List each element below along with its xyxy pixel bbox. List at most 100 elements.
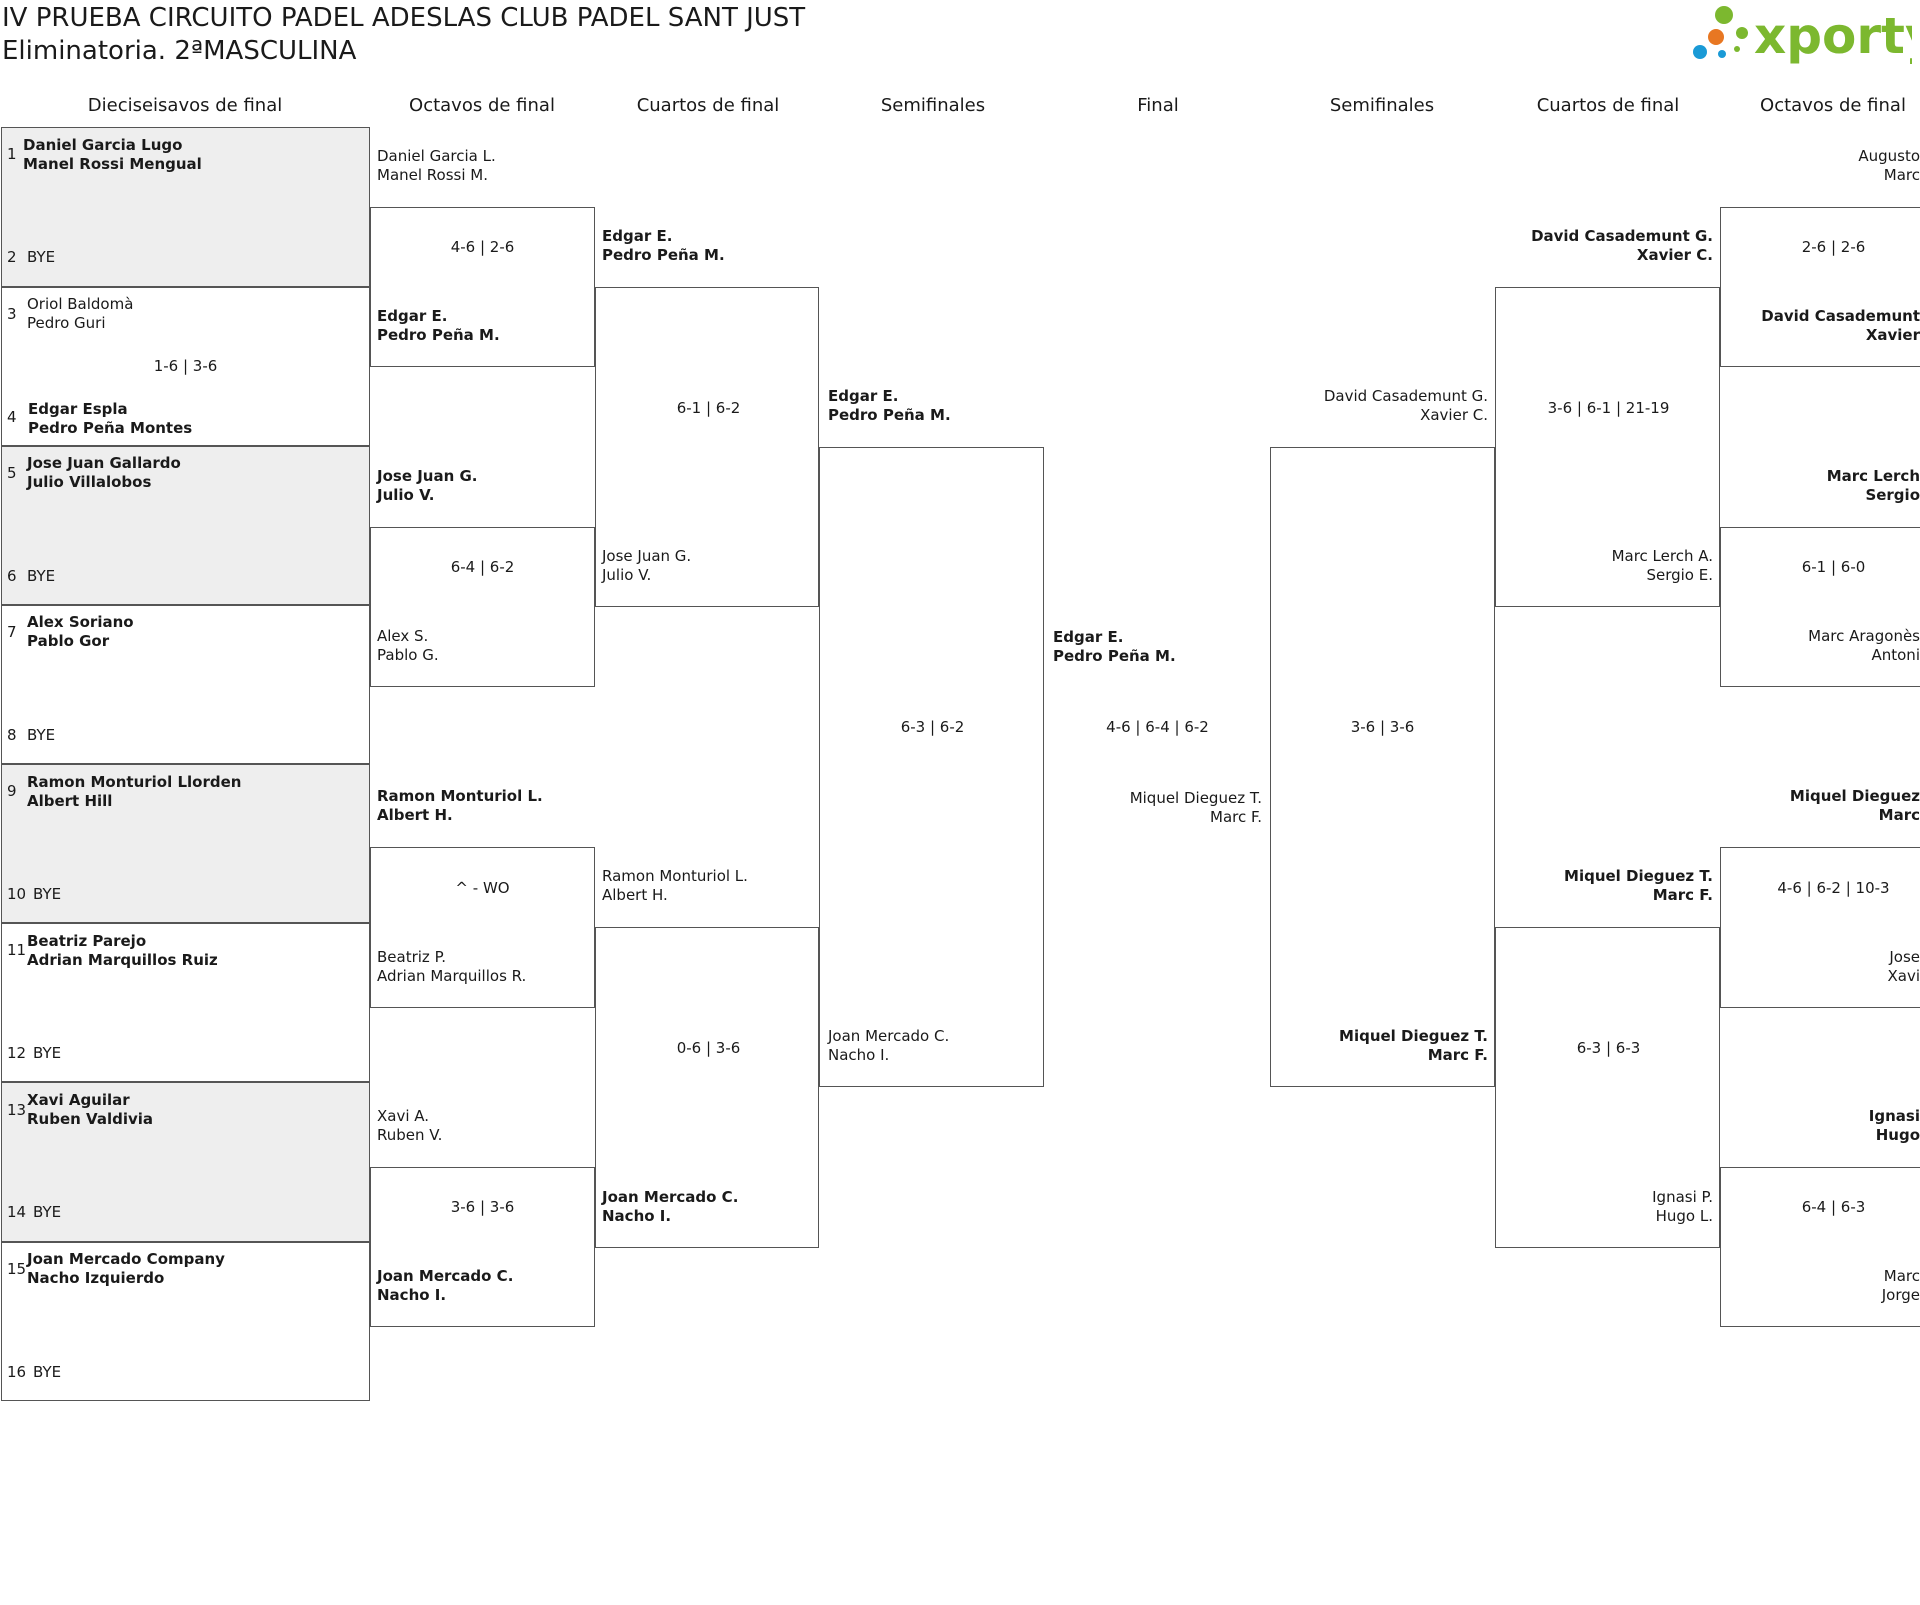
seed-number: 9 (7, 782, 17, 800)
cuartos-score: 6-1 | 6-2 (676, 399, 741, 417)
final-team-a-line2: Pedro Peña M. (1053, 647, 1176, 665)
seed-number: 16 (7, 1363, 27, 1381)
final-team-b-line1: Miquel Dieguez T. (1129, 789, 1262, 807)
octavos-right-team-a-line1: Marc Lerch (1826, 467, 1920, 485)
semifinal-right-team-b-line1: Miquel Dieguez T. (1339, 1027, 1488, 1045)
cuartos-team-a-line2: Pedro Peña M. (602, 246, 725, 264)
octavos-right-score: 4-6 | 6-2 | 10-3 (1777, 879, 1890, 897)
seed-number: 8 (7, 726, 17, 744)
octavos-right-team-b-line1: David Casademunt (1761, 307, 1920, 325)
octavos-score: ^ - WO (455, 879, 510, 897)
octavos-team-b-line1: Edgar E. (377, 307, 448, 325)
octavos-right-team-b-line2: Jorge (1881, 1286, 1920, 1304)
octavos-score: 3-6 | 3-6 (450, 1198, 515, 1216)
octavos-right-team-a-line2: Marc (1883, 166, 1920, 184)
team-name: Adrian Marquillos Ruiz (27, 951, 218, 969)
cuartos-team-b-line1: Joan Mercado C. (602, 1188, 739, 1206)
brand-text: xporty (1754, 7, 1912, 65)
seed-number: 14 (7, 1203, 27, 1221)
semifinal-team-b-line1: Joan Mercado C. (828, 1027, 950, 1045)
bye-label: BYE (27, 726, 56, 744)
seed-number: 12 (7, 1044, 27, 1062)
octavos-right-match-box (1720, 527, 1920, 687)
dieciseisavos-match (1, 605, 370, 764)
cuartos-right-team-a-line1: Miquel Dieguez T. (1564, 867, 1713, 885)
dieciseisavos-match (1, 446, 370, 605)
team-name: Beatriz Parejo (27, 932, 147, 950)
octavos-right-team-a-line2: Hugo (1875, 1126, 1920, 1144)
team-name: Joan Mercado Company (27, 1250, 225, 1268)
column-header-5: Final (1137, 95, 1179, 116)
octavos-right-team-b-line1: Marc Aragonès (1808, 627, 1920, 645)
octavos-match-box (370, 527, 595, 687)
semifinal-right-match-box (1270, 447, 1495, 1087)
octavos-right-score: 6-1 | 6-0 (1801, 558, 1866, 576)
cuartos-right-team-b-line2: Hugo L. (1655, 1207, 1713, 1225)
semifinal-team-b-line2: Nacho I. (828, 1046, 890, 1064)
octavos-right-team-b-line1: Marc (1883, 1267, 1920, 1285)
team-name: Pedro Peña Montes (28, 419, 193, 437)
octavos-team-a-line2: Julio V. (377, 486, 435, 504)
octavos-right-team-a-line2: Marc (1878, 806, 1920, 824)
bye-label: BYE (33, 1363, 62, 1381)
octavos-right-team-b-line1: Jose (1889, 948, 1920, 966)
team-name: Albert Hill (27, 792, 113, 810)
team-name: Manel Rossi Mengual (23, 155, 202, 173)
octavos-score: 6-4 | 6-2 (450, 558, 515, 576)
team-name: Nacho Izquierdo (27, 1269, 165, 1287)
team-name: Xavi Aguilar (27, 1091, 130, 1109)
cuartos-team-b-line2: Nacho I. (602, 1207, 672, 1225)
semifinal-right-team-a-line2: Xavier C. (1420, 406, 1488, 424)
cuartos-match-box (595, 927, 819, 1248)
octavos-match-box (370, 1167, 595, 1327)
cuartos-right-match-box (1495, 287, 1720, 607)
bye-label: BYE (27, 567, 56, 585)
team-name: Alex Soriano (27, 613, 134, 631)
bye-label: BYE (27, 248, 56, 266)
column-header-8: Octavos de final (1760, 95, 1906, 116)
octavos-right-team-b-line2: Xavi (1887, 967, 1920, 985)
column-header-1: Dieciseisavos de final (87, 95, 283, 116)
team-name: Ruben Valdivia (27, 1110, 154, 1128)
column-header-3: Cuartos de final (636, 95, 780, 116)
column-header-4: Semifinales (880, 95, 986, 116)
column-header-7: Cuartos de final (1536, 95, 1680, 116)
dieciseisavos-match (1, 923, 370, 1082)
octavos-right-team-a-line1: Miquel Dieguez (1789, 787, 1920, 805)
semifinal-right-team-b-line2: Marc F. (1427, 1046, 1488, 1064)
octavos-right-team-b-line2: Antoni (1871, 646, 1920, 664)
seed-number: 2 (7, 248, 17, 266)
octavos-team-b-line2: Nacho I. (377, 1286, 447, 1304)
octavos-right-score: 2-6 | 2-6 (1801, 238, 1866, 256)
team-name: Pedro Guri (27, 314, 106, 332)
octavos-team-a-line2: Ruben V. (377, 1126, 443, 1144)
cuartos-right-team-a-line2: Xavier C. (1636, 246, 1713, 264)
cuartos-match-box (595, 287, 819, 607)
octavos-right-match-box (1720, 1167, 1920, 1327)
seed-number: 13 (7, 1101, 27, 1119)
cuartos-right-team-b-line2: Sergio E. (1646, 566, 1713, 584)
semifinal-team-a-line2: Pedro Peña M. (828, 406, 951, 424)
page-title: IV PRUEBA CIRCUITO PADEL ADESLAS CLUB PA… (2, 3, 806, 33)
dieciseisavos-match (1, 1242, 370, 1401)
team-name: Ramon Monturiol Llorden (27, 773, 242, 791)
cuartos-team-a-line1: Edgar E. (602, 227, 673, 245)
octavos-match-box (370, 847, 595, 1008)
octavos-right-match-box (1720, 207, 1920, 367)
semifinal-right-score: 3-6 | 3-6 (1350, 718, 1415, 736)
dieciseisavos-match (1, 127, 370, 287)
final-team-a-line1: Edgar E. (1053, 628, 1124, 646)
octavos-right-team-b-line2: Xavier (1865, 326, 1920, 344)
octavos-team-a-line1: Xavi A. (377, 1107, 430, 1125)
dieciseisavos-match (1, 1082, 370, 1242)
octavos-team-a-line2: Albert H. (377, 806, 453, 824)
cuartos-team-b-line1: Jose Juan G. (602, 547, 692, 565)
octavos-right-match-box (1720, 847, 1920, 1008)
semifinal-team-a-line1: Edgar E. (828, 387, 899, 405)
octavos-team-b-line2: Pablo G. (377, 646, 439, 664)
cuartos-right-team-b-line1: Marc Lerch A. (1611, 547, 1713, 565)
team-name: Julio Villalobos (27, 473, 152, 491)
cuartos-right-team-a-line2: Marc F. (1652, 886, 1713, 904)
octavos-team-b-line2: Adrian Marquillos R. (377, 967, 527, 985)
match-score: 1-6 | 3-6 (153, 357, 218, 375)
